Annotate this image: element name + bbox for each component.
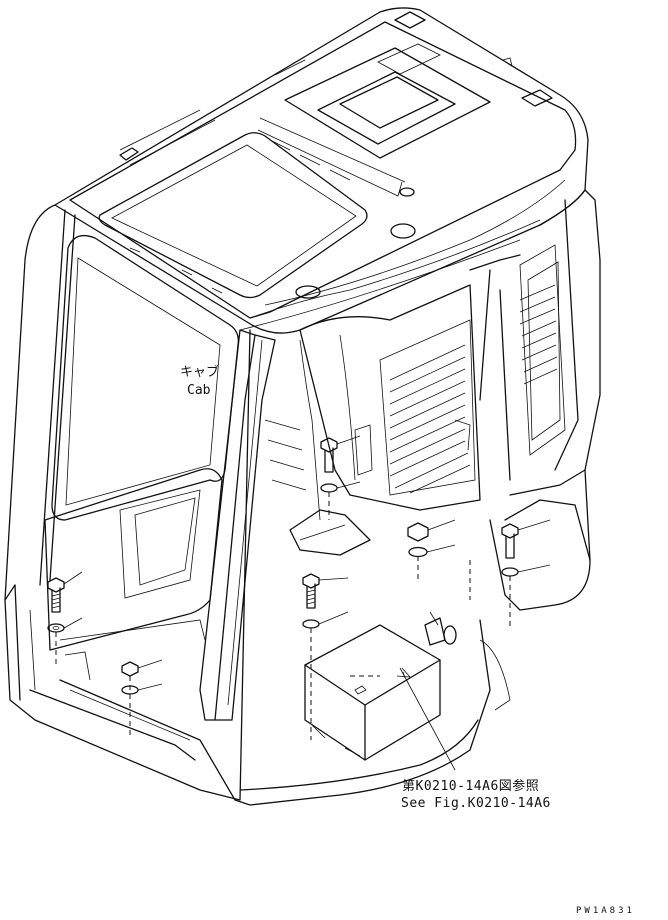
drawing-code: PW1A831 <box>576 906 635 916</box>
seat-base-bracket <box>289 509 371 556</box>
cab-right-side <box>469 189 601 711</box>
roof-window <box>98 132 368 299</box>
cab-label-english: Cab <box>187 383 211 398</box>
nut-right <box>407 522 429 542</box>
assembly-lines <box>55 492 511 740</box>
front-pillar <box>199 329 276 721</box>
controller-box <box>304 617 457 761</box>
nut-left <box>121 661 139 677</box>
cab-floor <box>59 619 491 806</box>
washer-center <box>302 619 320 629</box>
washer-rear <box>320 483 338 493</box>
figure-reference-japanese: 第K0210-14A6図参照 <box>402 779 540 794</box>
roof-vents <box>119 11 553 299</box>
leader-lines <box>63 435 551 771</box>
lower-left-panel <box>29 468 223 761</box>
rear-interior-wall <box>264 284 558 521</box>
washer-left <box>47 623 65 633</box>
bolt-right <box>501 523 519 559</box>
figure-reference-english: See Fig.K0210-14A6 <box>401 796 551 811</box>
bolt-rear <box>320 437 338 473</box>
washer-right <box>408 546 428 558</box>
bolt-center <box>302 573 320 609</box>
cab-label-japanese: キャブ <box>180 365 220 380</box>
washer-right-2 <box>501 567 519 577</box>
cab-roof <box>54 7 589 334</box>
cab-left-frame <box>4 204 251 801</box>
roof-hatch-panel <box>257 43 491 197</box>
bolt-left <box>47 577 65 613</box>
